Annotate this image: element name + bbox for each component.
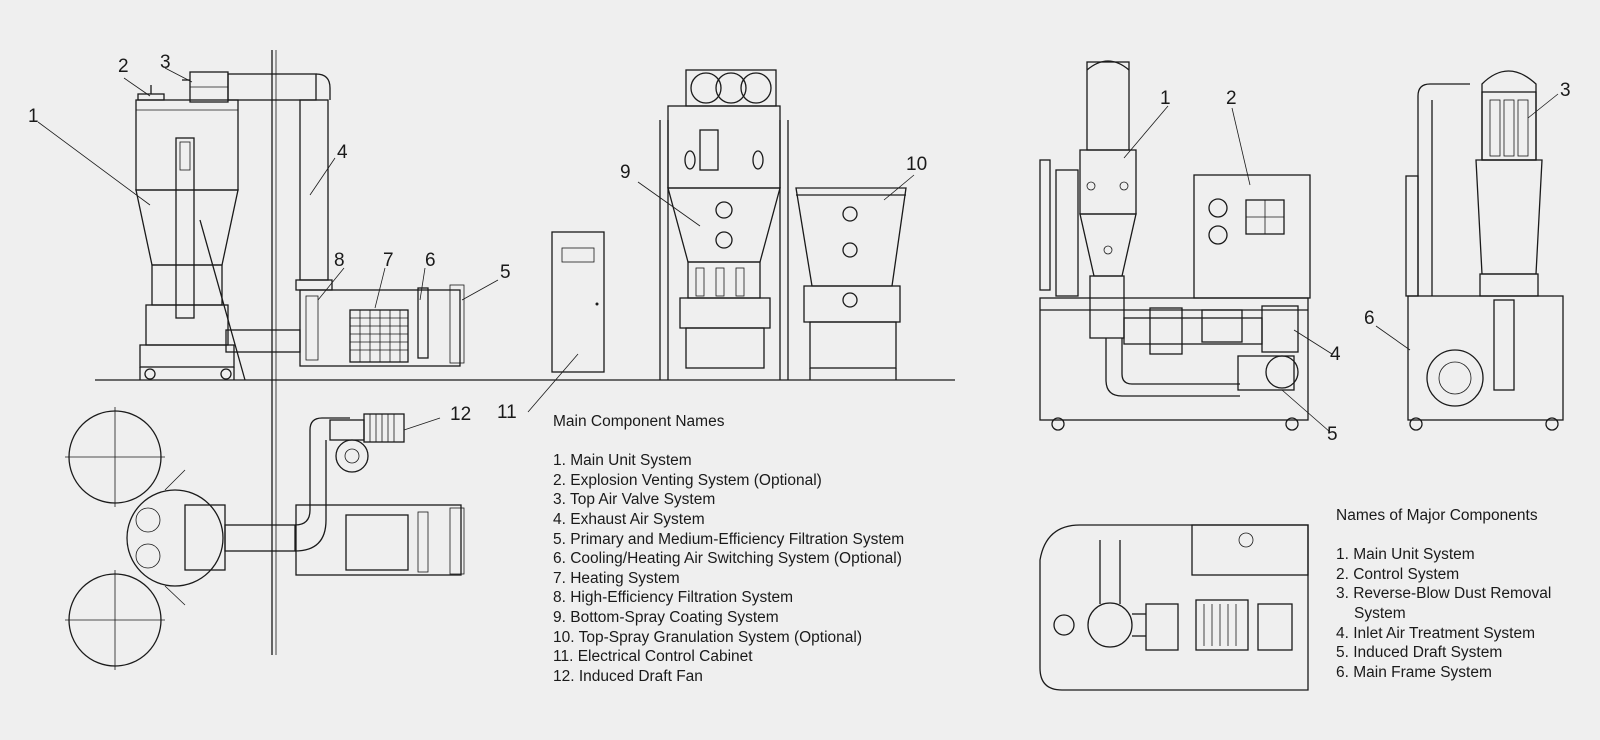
callout-6: 6 <box>425 250 436 271</box>
legend-item: 5. Induced Draft System <box>1336 644 1503 662</box>
callout-9: 9 <box>620 162 631 183</box>
legend-item: 8. High-Efficiency Filtration System <box>553 589 794 607</box>
legend-item: 6. Cooling/Heating Air Switching System … <box>553 550 902 568</box>
main-component-names-legend: Main Component Names 1. Main Unit System… <box>553 412 904 686</box>
callout-1: 1 <box>28 106 39 127</box>
right-callout-numbers: 1 2 3 4 5 6 <box>1160 80 1571 445</box>
legend-item: 11. Electrical Control Cabinet <box>553 648 753 666</box>
callout-11: 11 <box>497 402 517 423</box>
major-components-legend: Names of Major Components 1. Main Unit S… <box>1336 506 1599 682</box>
callout-3: 3 <box>160 52 171 73</box>
callout-10: 10 <box>906 154 927 175</box>
legend-item: 3. Reverse-Blow Dust Removal System <box>1336 585 1552 622</box>
callout-12: 12 <box>450 404 471 425</box>
right-callout-5: 5 <box>1327 424 1338 445</box>
right-callout-2: 2 <box>1226 88 1237 109</box>
callout-5: 5 <box>500 262 511 283</box>
legend-item: 9. Bottom-Spray Coating System <box>553 608 779 626</box>
left-plan-view <box>65 407 465 670</box>
callout-8: 8 <box>334 250 345 271</box>
right-callout-3: 3 <box>1560 80 1571 101</box>
legend-item: 7. Heating System <box>553 569 680 587</box>
legend-item: 3. Top Air Valve System <box>553 491 716 509</box>
callout-7: 7 <box>383 250 394 271</box>
right-callout-4: 4 <box>1330 344 1341 365</box>
right-callout-6: 6 <box>1364 308 1375 329</box>
left-elevation-view <box>37 50 955 655</box>
legend-title: Main Component Names <box>553 413 725 430</box>
legend-item: 1. Main Unit System <box>553 452 692 470</box>
legend-item: 2. Explosion Venting System (Optional) <box>553 471 822 489</box>
legend-item: 5. Primary and Medium-Efficiency Filtrat… <box>553 530 905 548</box>
legend-title: Names of Major Components <box>1336 507 1538 524</box>
center-elevation-view <box>527 69 915 413</box>
legend-item: 12. Induced Draft Fan <box>553 667 703 685</box>
legend-item: 1. Main Unit System <box>1336 546 1475 564</box>
legend-item: 4. Inlet Air Treatment System <box>1336 624 1535 642</box>
legend-item: 4. Exhaust Air System <box>553 510 705 528</box>
right-front-elevation-view <box>1039 60 1333 433</box>
legend-item: 2. Control System <box>1336 565 1460 583</box>
right-callout-1: 1 <box>1160 88 1171 109</box>
callout-2: 2 <box>118 56 129 77</box>
right-plan-view <box>1039 524 1309 691</box>
legend-item: 10. Top-Spray Granulation System (Option… <box>553 628 863 646</box>
left-callout-numbers: 1 2 3 4 5 6 7 8 9 10 11 12 <box>28 52 927 425</box>
callout-4: 4 <box>337 142 348 163</box>
legend-item: 6. Main Frame System <box>1336 663 1492 681</box>
right-side-elevation-view <box>1375 70 1564 431</box>
